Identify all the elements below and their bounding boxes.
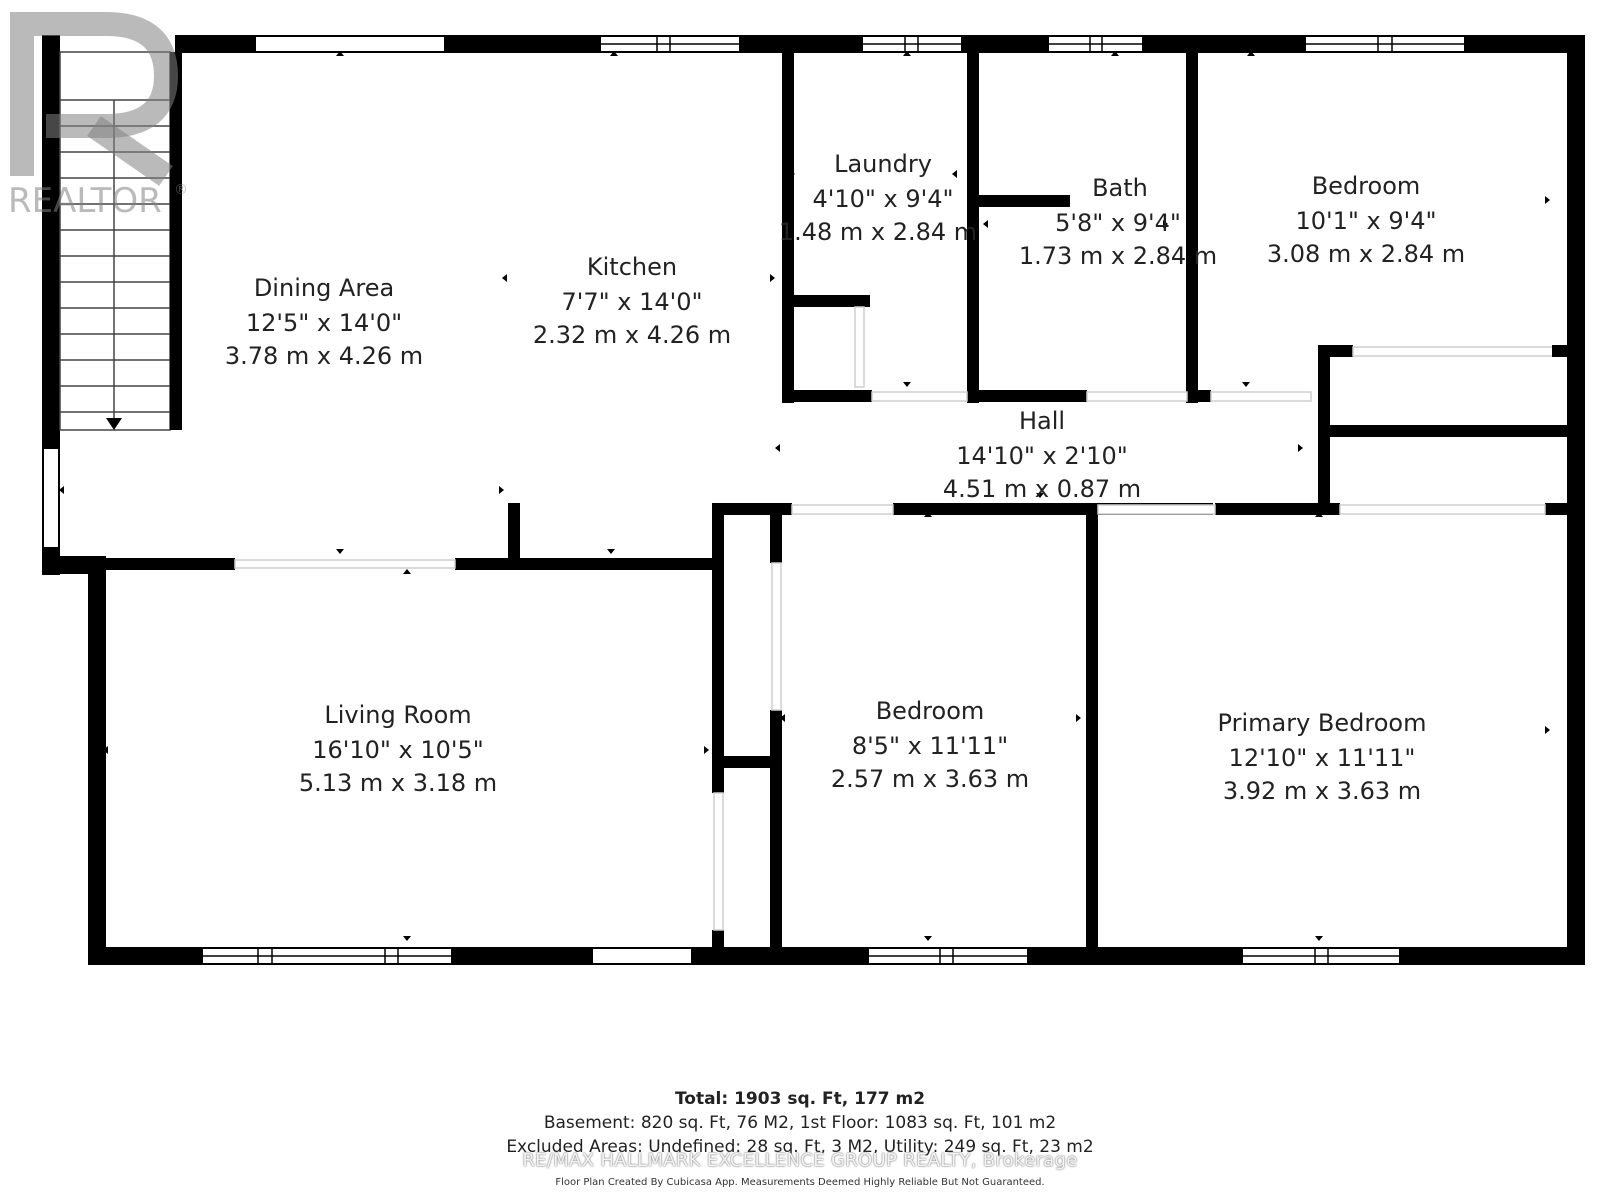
opening-bedroom-bottom [791, 504, 894, 515]
opening-closet-left-lower [713, 792, 724, 931]
staircase [59, 51, 182, 431]
room-name: Hall [1019, 407, 1065, 435]
room-bedroom-top: Bedroom 10'1" x 9'4" 3.08 m x 2.84 m [1267, 172, 1465, 268]
room-imperial: 14'10" x 2'10" [956, 442, 1128, 470]
opening-bath [1086, 391, 1188, 402]
wall-dining-living-right [455, 558, 717, 570]
window-dining-top [254, 35, 446, 53]
wall-hall-bottom-1 [712, 503, 792, 515]
wall-bedroom-left-upper [770, 513, 782, 563]
openings [234, 306, 1567, 931]
room-primary: Primary Bedroom 12'10" x 11'11" 3.92 m x… [1218, 709, 1427, 805]
wall-laundry-left [782, 45, 794, 403]
opening-closet-left-upper [771, 562, 782, 711]
opening-laundry-closet [854, 306, 865, 388]
wall-closet-divider [1325, 425, 1580, 437]
opening-primary [1097, 504, 1216, 515]
wall-bath-stub [978, 195, 1070, 207]
room-living: Living Room 16'10" x 10'5" 5.13 m x 3.18… [299, 701, 497, 797]
wall-bedroom-left-lower [770, 710, 782, 950]
room-imperial: 12'10" x 11'11" [1229, 744, 1416, 772]
room-imperial: 8'5" x 11'11" [852, 732, 1008, 760]
wall-hall-closet-top [1318, 345, 1353, 357]
wall-bath-bedroom-bottom [1186, 390, 1211, 402]
stair-arrow-icon [106, 418, 122, 430]
room-metric: 4.51 m x 0.87 m [943, 475, 1141, 503]
room-name: Bedroom [1312, 172, 1421, 200]
window-bedroom-bottom [867, 947, 1029, 965]
room-imperial: 4'10" x 9'4" [812, 185, 953, 213]
room-name: Kitchen [587, 253, 677, 281]
window-bath-top [1047, 35, 1144, 53]
window-kitchen-top [599, 35, 741, 53]
room-metric: 2.57 m x 3.63 m [831, 765, 1029, 793]
wall-left-living [88, 565, 106, 965]
wall-hall-bottom-3 [1215, 503, 1340, 515]
wall-laundry-closet [792, 295, 870, 307]
room-imperial: 10'1" x 9'4" [1295, 207, 1436, 235]
room-metric: 2.32 m x 4.26 m [533, 321, 731, 349]
room-imperial: 5'8" x 9'4" [1055, 209, 1181, 237]
opening-closet-bottom [1339, 504, 1546, 515]
room-name: Dining Area [254, 274, 394, 302]
room-imperial: 7'7" x 14'0" [561, 288, 702, 316]
window-dining-left [42, 447, 60, 549]
room-imperial: 16'10" x 10'5" [312, 736, 484, 764]
room-metric: 1.73 m x 2.84 m [1019, 242, 1217, 270]
wall-bedroom-primary [1086, 513, 1098, 953]
wall-laundry-bottom [782, 390, 872, 402]
wall-bath-bedroom [1186, 45, 1198, 403]
wall-bath-bottom-mid [1050, 390, 1065, 402]
interior-walls [100, 45, 1580, 955]
room-bedroom-bottom: Bedroom 8'5" x 11'11" 2.57 m x 3.63 m [831, 697, 1029, 793]
area-breakdown: Basement: 820 sq. Ft, 76 M2, 1st Floor: … [543, 1113, 1057, 1133]
opening-dining-living [234, 559, 456, 569]
room-bath: Bath 5'8" x 9'4" 1.73 m x 2.84 m [1019, 174, 1217, 270]
window-living-bottom [201, 947, 453, 965]
wall-left-step [42, 556, 106, 574]
wall-closet-bottom-end [1545, 503, 1575, 515]
wall-bottom [88, 947, 1585, 965]
opening-closet-top [1352, 346, 1554, 357]
room-name: Living Room [324, 701, 471, 729]
room-name: Laundry [834, 150, 932, 178]
wall-closet-col-low [712, 930, 724, 955]
opening-bedroom-top [1210, 391, 1312, 402]
wall-kitchen-stub [508, 503, 520, 565]
wall-closet-mid [712, 756, 774, 768]
dimension-markers [59, 51, 1550, 941]
room-name: Bath [1092, 174, 1148, 202]
opening-laundry [871, 391, 968, 402]
wall-laundry-bath-bottom [967, 390, 1087, 402]
windows [42, 35, 1466, 965]
room-imperial: 12'5" x 14'0" [246, 309, 402, 337]
room-name: Primary Bedroom [1218, 709, 1427, 737]
wall-hall-closet-left [1318, 345, 1330, 510]
window-primary-bottom [1241, 947, 1401, 965]
room-metric: 5.13 m x 3.18 m [299, 769, 497, 797]
wall-right [1567, 35, 1585, 965]
room-metric: 3.08 m x 2.84 m [1267, 240, 1465, 268]
total-area: Total: 1903 sq. Ft, 177 m2 [674, 1089, 926, 1109]
window-bedroom-top [1304, 35, 1466, 53]
wall-closet-right-edge [1552, 345, 1567, 357]
room-kitchen: Kitchen 7'7" x 14'0" 2.32 m x 4.26 m [533, 253, 731, 349]
room-name: Bedroom [876, 697, 985, 725]
room-hall: Hall 14'10" x 2'10" 4.51 m x 0.87 m [943, 407, 1141, 503]
room-laundry: Laundry 4'10" x 9'4" 1.48 m x 2.84 m [779, 150, 977, 246]
brokerage-watermark: RE/MAX HALLMARK EXCELLENCE GROUP REALTY,… [522, 1150, 1078, 1171]
door-living-bottom [591, 947, 693, 965]
excluded-areas: Excluded Areas: Undefined: 28 sq. Ft, 3 … [506, 1137, 1094, 1157]
wall-dining-living-left [100, 558, 235, 570]
room-dining: Dining Area 12'5" x 14'0" 3.78 m x 4.26 … [225, 274, 423, 370]
wall-closet-col [712, 503, 724, 793]
outer-walls [42, 35, 1585, 965]
room-metric: 1.48 m x 2.84 m [779, 218, 977, 246]
window-laundry-top [861, 35, 963, 53]
disclaimer: Floor Plan Created By Cubicasa App. Meas… [555, 1177, 1045, 1188]
room-metric: 3.92 m x 3.63 m [1223, 777, 1421, 805]
wall-laundry-bath [967, 45, 979, 403]
room-metric: 3.78 m x 4.26 m [225, 342, 423, 370]
